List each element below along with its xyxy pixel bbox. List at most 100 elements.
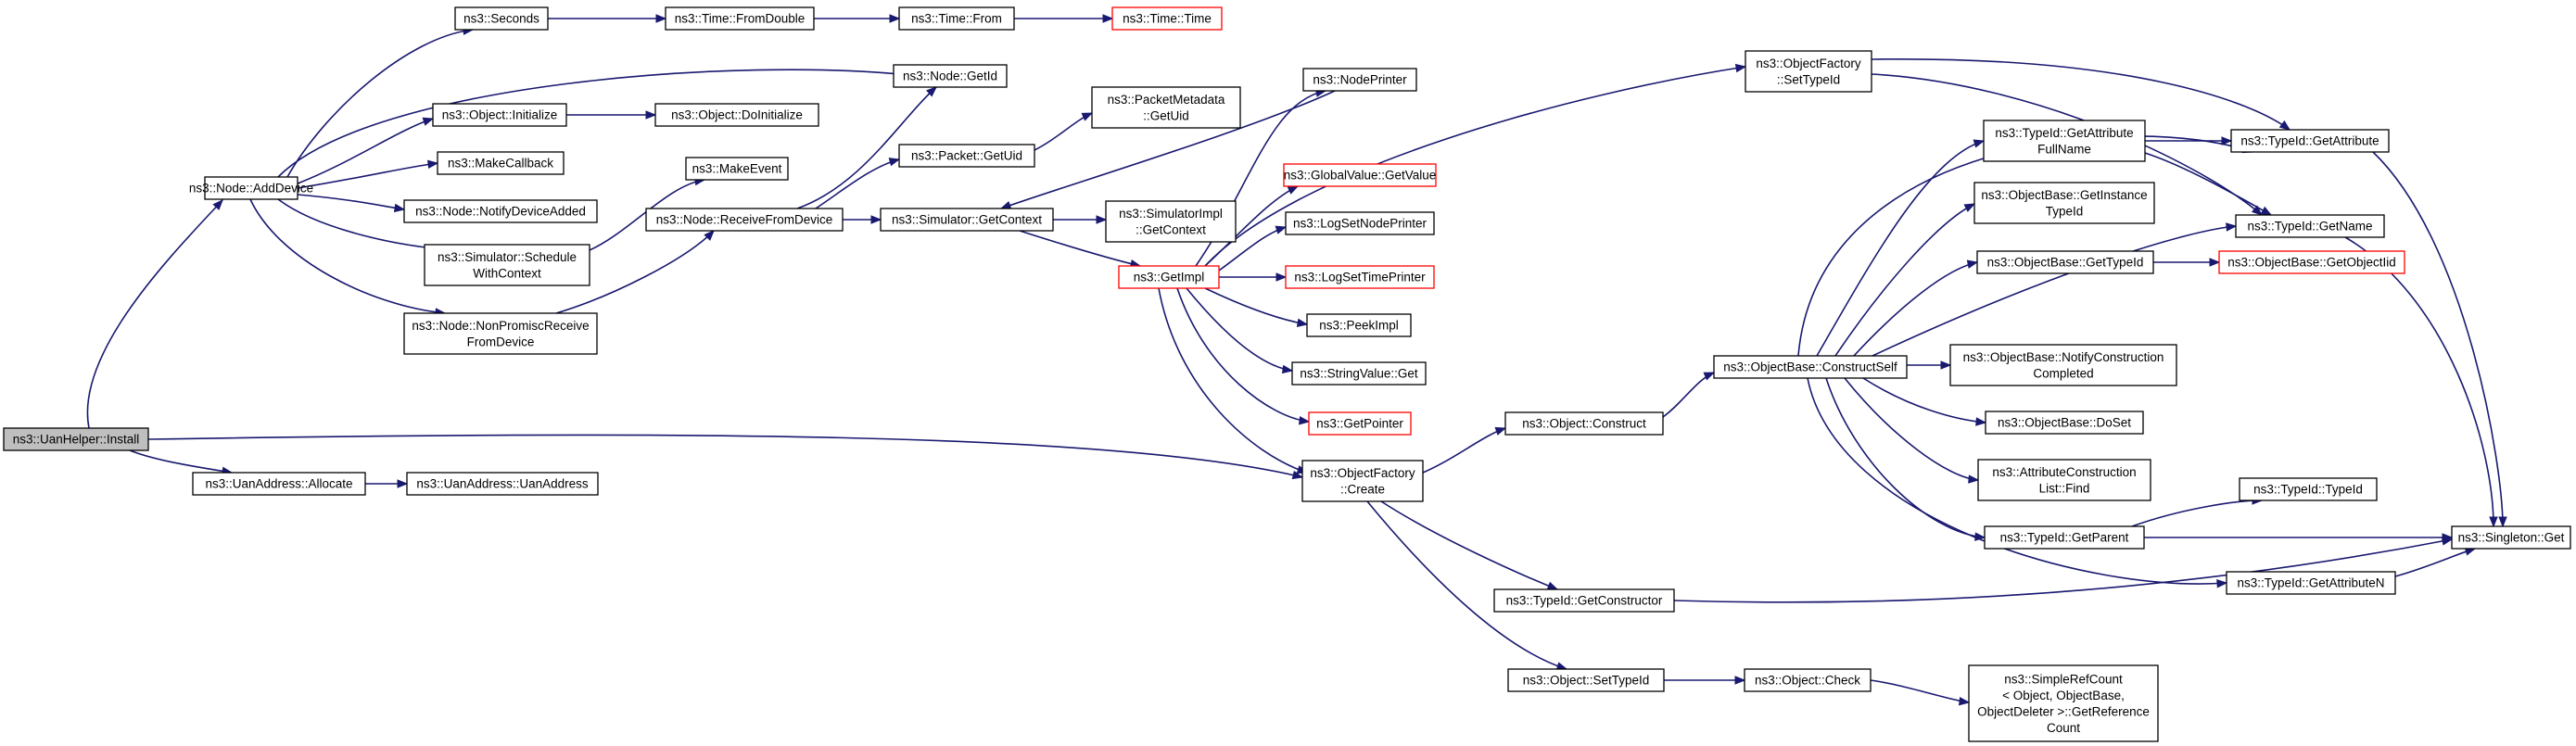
node-makecallback[interactable]: ns3::MakeCallback: [437, 151, 565, 175]
node-box: [2451, 525, 2571, 550]
node-label: ns3::GlobalValue::GetValue: [1284, 169, 1437, 183]
node-metadatagetuid[interactable]: ns3::PacketMetadata::GetUid: [1091, 86, 1241, 129]
node-nodeprinter[interactable]: ns3::NodePrinter: [1302, 68, 1417, 92]
node-label: ns3::UanAddress::UanAddress: [416, 477, 589, 491]
edge-getattributefullname-to-getattribute: [2145, 136, 2233, 145]
node-implgetcontext[interactable]: ns3::SimulatorImpl::GetContext: [1105, 200, 1237, 243]
node-objsettypeid[interactable]: ns3::Object::SetTypeId: [1507, 668, 1665, 692]
node-label: TypeId: [2046, 204, 2084, 218]
node-objectcheck[interactable]: ns3::Object::Check: [1744, 668, 1872, 692]
node-factorysettypeid[interactable]: ns3::ObjectFactory::SetTypeId: [1745, 50, 1872, 93]
node-factorycreate[interactable]: ns3::ObjectFactory::Create: [1301, 460, 1424, 502]
edge-simgetcontext-to-implgetcontext: [1053, 215, 1108, 224]
node-allocate[interactable]: ns3::UanAddress::Allocate: [192, 472, 366, 496]
edge-receivefromdevice-to-simgetcontext: [843, 215, 882, 224]
node-globalvalue[interactable]: ns3::GlobalValue::GetValue: [1283, 163, 1437, 187]
node-install[interactable]: ns3::UanHelper::Install: [3, 427, 149, 451]
node-getname[interactable]: ns3::TypeId::GetName: [2235, 214, 2385, 238]
edge-adddevice-to-initialize: [297, 117, 435, 184]
edge-factorycreate-to-objectconstruct: [1422, 426, 1507, 474]
node-getconstructor[interactable]: ns3::TypeId::GetConstructor: [1493, 588, 1675, 613]
node-packetgetuid[interactable]: ns3::Packet::GetUid: [898, 144, 1035, 168]
edge-adddevice-to-notifydeviceadded: [297, 194, 406, 213]
node-notifyconstruction[interactable]: ns3::ObjectBase::NotifyConstructionCompl…: [1949, 344, 2177, 386]
node-box: [2230, 129, 2390, 153]
node-uanaddress[interactable]: ns3::UanAddress::UanAddress: [406, 472, 599, 496]
edge-getimpl-to-logsetnodeprinter: [1218, 225, 1288, 272]
node-getattribute[interactable]: ns3::TypeId::GetAttribute: [2230, 129, 2390, 153]
node-label: ::GetUid: [1143, 108, 1189, 122]
node-label: ns3::Singleton::Get: [2458, 531, 2565, 545]
node-getid[interactable]: ns3::Node::GetId: [893, 64, 1008, 88]
node-typeidtypeid[interactable]: ns3::TypeId::TypeId: [2239, 477, 2378, 501]
node-makeevent[interactable]: ns3::MakeEvent: [685, 157, 789, 181]
node-logsetnodeprinter[interactable]: ns3::LogSetNodePrinter: [1285, 211, 1435, 235]
node-label: ns3::Time::FromDouble: [675, 12, 806, 26]
node-simplerefcount[interactable]: ns3::SimpleRefCount< Object, ObjectBase,…: [1968, 664, 2159, 742]
node-getimpl[interactable]: ns3::GetImpl: [1118, 265, 1220, 289]
node-box: [2239, 477, 2378, 501]
edge-constructself-to-doset: [1862, 377, 1987, 426]
node-doinitialize[interactable]: ns3::Object::DoInitialize: [654, 103, 819, 127]
node-initialize[interactable]: ns3::Object::Initialize: [432, 103, 567, 127]
node-box: [403, 312, 598, 355]
node-label: ns3::GetPointer: [1316, 417, 1403, 431]
node-box: [1973, 182, 2155, 224]
edge-factorycreate-to-getconstructor: [1380, 500, 1559, 590]
node-simgetcontext[interactable]: ns3::Simulator::GetContext: [880, 208, 1054, 232]
node-box: [2226, 571, 2396, 595]
node-label: ns3::LogSetTimePrinter: [1294, 271, 1426, 284]
node-box: [1983, 120, 2146, 162]
call-nodes: ns3::UanHelper::Install ns3::Node::AddDev…: [3, 6, 2571, 742]
edge-getimpl-to-factorycreate: [1158, 287, 1309, 474]
edge-install-to-adddevice: [86, 199, 223, 429]
node-label: ::SetTypeId: [1777, 72, 1840, 86]
edge-getparent-to-singletonget: [2144, 533, 2454, 542]
node-label: ns3::Node::NonPromiscReceive: [412, 319, 589, 333]
edge-objsettypeid-to-objectcheck: [1664, 676, 1746, 685]
node-receivefromdevice[interactable]: ns3::Node::ReceiveFromDevice: [645, 208, 844, 232]
node-label: ns3::ObjectBase::DoSet: [1998, 416, 2131, 430]
node-adddevice[interactable]: ns3::Node::AddDevice: [189, 176, 313, 200]
node-stringvalueget[interactable]: ns3::StringValue::Get: [1291, 361, 1427, 386]
edge-getimpl-to-stringvalueget: [1186, 287, 1294, 374]
node-getparent[interactable]: ns3::TypeId::GetParent: [1984, 525, 2145, 550]
node-box: [3, 427, 149, 451]
node-box: [1091, 86, 1241, 129]
node-box: [1306, 313, 1412, 337]
node-fromdouble[interactable]: ns3::Time::FromDouble: [665, 6, 815, 31]
node-label: ns3::Packet::GetUid: [911, 149, 1022, 163]
node-label: ns3::SimpleRefCount: [2004, 672, 2123, 686]
node-label: ns3::TypeId::GetName: [2247, 220, 2372, 234]
node-from[interactable]: ns3::Time::From: [898, 6, 1015, 31]
node-label: ns3::TypeId::GetAttribute: [2240, 134, 2379, 148]
node-doset[interactable]: ns3::ObjectBase::DoSet: [1985, 411, 2144, 435]
node-time[interactable]: ns3::Time::Time: [1111, 6, 1223, 31]
node-getobjectiid[interactable]: ns3::ObjectBase::GetObjectIid: [2218, 250, 2405, 274]
node-getattributen[interactable]: ns3::TypeId::GetAttributeN: [2226, 571, 2396, 595]
node-basegettypeid[interactable]: ns3::ObjectBase::GetTypeId: [1976, 250, 2154, 274]
node-box: [1291, 361, 1427, 386]
node-objectconstruct[interactable]: ns3::Object::Construct: [1504, 411, 1664, 436]
node-box: [1493, 588, 1675, 613]
node-box: [1118, 265, 1220, 289]
node-box: [1111, 6, 1223, 31]
node-getpointer[interactable]: ns3::GetPointer: [1308, 411, 1412, 436]
node-label: ns3::Node::GetId: [903, 70, 997, 83]
node-label: ns3::AttributeConstruction: [1992, 465, 2136, 479]
edge-factorysettypeid-to-getattribute: [1871, 57, 2291, 131]
node-box: [454, 6, 549, 31]
node-logsettimeprinter[interactable]: ns3::LogSetTimePrinter: [1285, 265, 1435, 289]
node-singletonget[interactable]: ns3::Singleton::Get: [2451, 525, 2571, 550]
edge-constructself-to-basegettypeid: [1853, 259, 1979, 357]
node-peekimpl[interactable]: ns3::PeekImpl: [1306, 313, 1412, 337]
node-seconds[interactable]: ns3::Seconds: [454, 6, 549, 31]
node-constructself[interactable]: ns3::ObjectBase::ConstructSelf: [1713, 355, 1908, 379]
node-notifydeviceadded[interactable]: ns3::Node::NotifyDeviceAdded: [403, 199, 598, 223]
node-label: ns3::Simulator::GetContext: [892, 213, 1042, 227]
